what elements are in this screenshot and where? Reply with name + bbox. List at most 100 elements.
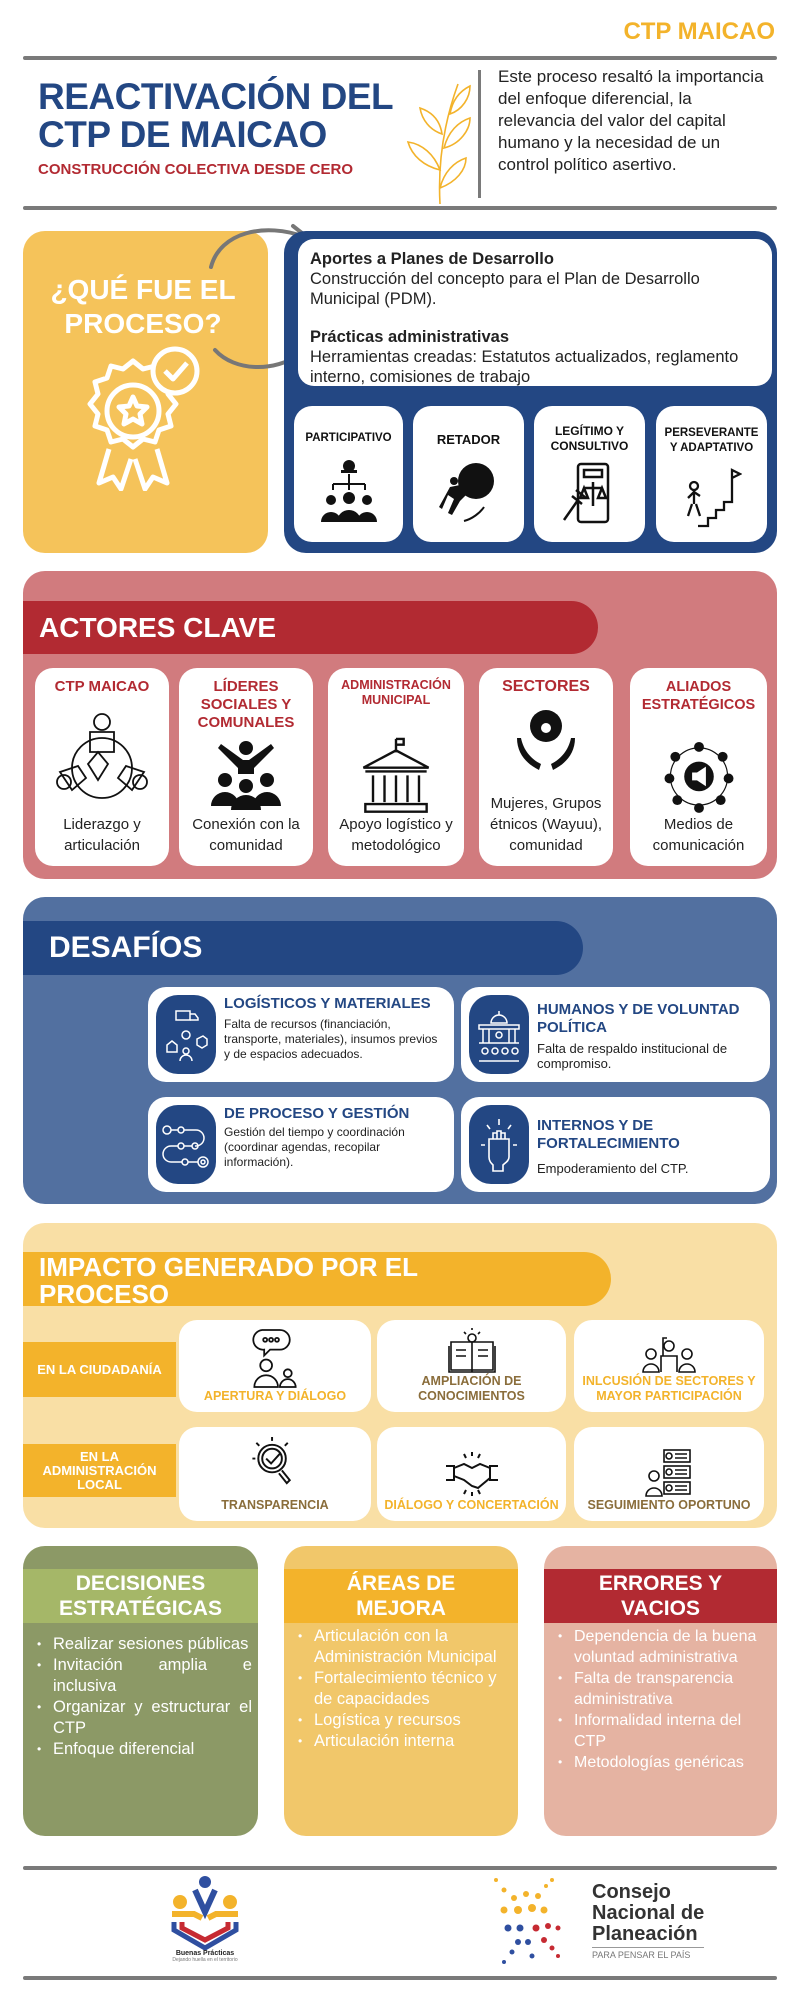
- column-list: Realizar sesiones públicas Invitación am…: [35, 1634, 252, 1760]
- trait-card: PERSEVERANTE Y ADAPTATIVO: [656, 406, 767, 542]
- trait-label: LEGÍTIMO Y CONSULTIVO: [550, 424, 629, 453]
- challenge-title: HUMANOS Y DE VOLUNTAD POLÍTICA: [537, 1001, 740, 1036]
- government-building-icon: [362, 738, 430, 814]
- megaphone-network-icon: [664, 742, 733, 814]
- actors-heading: ACTORES CLAVE: [23, 601, 598, 654]
- team-hierarchy-icon: [320, 460, 377, 522]
- actors-heading-text: ACTORES CLAVE: [39, 612, 276, 643]
- actor-title: SECTORES: [502, 678, 590, 695]
- list-item: Dependencia de la buena voluntad adminis…: [556, 1626, 777, 1668]
- actor-title: LÍDERES SOCIALES Y COMUNALES: [197, 678, 295, 731]
- actor-card: LÍDERES SOCIALES Y COMUNALES Conexión co…: [179, 668, 313, 866]
- actor-card: CTP MAICAO Liderazgo y articulación: [35, 668, 169, 866]
- column-list: Articulación con la Administración Munic…: [296, 1626, 512, 1752]
- impact-row-label: EN LA CIUDADANÍA: [23, 1342, 176, 1397]
- divider: [23, 206, 777, 210]
- logo-left-name: Buenas Prácticas: [175, 1950, 235, 1957]
- process-path-icon: [156, 1105, 216, 1184]
- actor-title: ADMINISTRACIÓN MUNICIPAL: [341, 678, 451, 707]
- process-detail-panel: Aportes a Planes de Desarrollo Construcc…: [284, 231, 777, 553]
- raised-hand-icon: [642, 1337, 696, 1373]
- list-item: Realizar sesiones públicas: [35, 1634, 252, 1655]
- list-item: Falta de transparencia administrativa: [556, 1668, 777, 1710]
- impact-section: IMPACTO GENERADO POR EL PROCESO EN LA CI…: [23, 1223, 777, 1528]
- impact-heading: IMPACTO GENERADO POR EL PROCESO: [23, 1252, 611, 1309]
- trait-card: LEGÍTIMO Y CONSULTIVO: [534, 406, 645, 542]
- impact-card: AMPLIACIÓN DE CONOCIMIENTOS: [377, 1320, 566, 1412]
- challenge-card: HUMANOS Y DE VOLUNTAD POLÍTICA Falta de r…: [461, 987, 770, 1082]
- trait-label: PERSEVERANTE Y ADAPTATIVO: [664, 427, 759, 454]
- leader-group-icon: [211, 741, 281, 810]
- wheat-leaf-decoration: [406, 83, 471, 205]
- impact-heading-text: IMPACTO GENERADO POR EL PROCESO: [39, 1252, 418, 1309]
- divider: [23, 1866, 777, 1870]
- impact-label: INLCUSIÓN DE SECTORES Y MAYOR PARTICIPAC…: [582, 1374, 756, 1403]
- cnp-tagline: PARA PENSAR EL PAÍS: [592, 1947, 705, 1962]
- divider: [23, 1976, 777, 1980]
- page-subtitle: CONSTRUCCIÓN COLECTIVA DESDE CERO: [38, 161, 354, 178]
- actors-section: ACTORES CLAVE CTP MAICAO Liderazgo y art…: [23, 571, 777, 879]
- challenge-desc: Gestión del tiempo y coordinación (coord…: [224, 1125, 405, 1169]
- challenge-title: LOGÍSTICOS Y MATERIALES: [224, 995, 431, 1012]
- impact-row-label: EN LA ADMINISTRACIÓN LOCAL: [23, 1444, 176, 1497]
- trait-label: RETADOR: [436, 432, 501, 447]
- cnp-logo: Consejo Nacional de Planeación PARA PENS…: [492, 1876, 722, 1968]
- summary-text: Este proceso resaltó la importancia del …: [498, 67, 764, 174]
- cnp-name-line1: Consejo: [592, 1881, 671, 1903]
- process-question: ¿QUÉ FUE EL PROCESO?: [50, 274, 236, 339]
- logistics-icon: [156, 995, 216, 1074]
- impact-label: APERTURA Y DIÁLOGO: [203, 1389, 347, 1403]
- actor-card: SECTORES Mujeres, Grupos étnicos (Wayuu)…: [479, 668, 613, 866]
- title-divider: [478, 70, 481, 198]
- justice-scale-icon: [562, 462, 609, 524]
- title-line-2: CTP DE MAICAO: [38, 114, 327, 155]
- impact-label: DIÁLOGO Y CONCERTACIÓN: [384, 1498, 559, 1512]
- impact-label: SEGUIMIENTO OPORTUNO: [587, 1498, 751, 1512]
- challenge-desc: Falta de respaldo institucional de compr…: [537, 1041, 728, 1071]
- actor-card: ADMINISTRACIÓN MUNICIPAL Apoyo logístico…: [328, 668, 464, 866]
- process-item-text: Construcción del concepto para el Plan d…: [310, 270, 700, 308]
- cnp-name-line3: Planeación: [592, 1923, 698, 1945]
- actor-card: ALIADOS ESTRATÉGICOS Medios de comunicac…: [630, 668, 767, 866]
- buenas-practicas-emblem: [171, 1876, 239, 1950]
- brand-label: CTP MAICAO: [623, 18, 775, 45]
- column-list: Dependencia de la buena voluntad adminis…: [556, 1626, 777, 1773]
- congress-icon: [469, 995, 529, 1074]
- improvement-areas-column: ÁREAS DE MEJORA Articulación con la Admi…: [284, 1546, 518, 1836]
- open-book-idea-icon: [447, 1328, 496, 1373]
- challenge-title: DE PROCESO Y GESTIÓN: [224, 1105, 410, 1122]
- title-line-1: REACTIVACIÓN DEL: [38, 76, 394, 117]
- handshake-icon: [445, 1452, 498, 1496]
- impact-card: TRANSPARENCIA: [179, 1427, 371, 1521]
- trait-card: PARTICIPATIVO: [294, 406, 403, 542]
- strategic-decisions-column: DECISIONES ESTRATÉGICAS Realizar sesione…: [23, 1546, 258, 1836]
- list-item: Informalidad interna del CTP: [556, 1710, 777, 1752]
- list-item: Organizar y estructurar el CTP: [35, 1697, 252, 1739]
- process-item-title: Aportes a Planes de Desarrollo: [310, 250, 554, 268]
- challenge-title: INTERNOS Y DE FORTALECIMIENTO: [537, 1117, 680, 1152]
- actor-title: CTP MAICAO: [54, 678, 150, 695]
- buenas-practicas-logo: Buenas Prácticas Dejando huella en el te…: [160, 1876, 250, 1963]
- challenges-heading-text: DESAFÍOS: [49, 931, 203, 964]
- process-item-title: Prácticas administrativas: [310, 328, 510, 346]
- process-items-box: Aportes a Planes de Desarrollo Construcc…: [298, 239, 772, 386]
- logo-left-tagline: Dejando huella en el territorio: [172, 1957, 238, 1963]
- cnp-dots-emblem: [494, 1878, 561, 1964]
- boulder-push-icon: [438, 463, 494, 522]
- errors-gaps-column: ERRORES Y VACIOS Dependencia de la buena…: [544, 1546, 777, 1836]
- impact-label: TRANSPARENCIA: [221, 1498, 329, 1512]
- stairs-flag-icon: [686, 468, 742, 528]
- list-item: Articulación interna: [296, 1731, 512, 1752]
- community-hands-icon: [517, 710, 575, 770]
- round-table-icon: [56, 713, 148, 799]
- actor-desc: Conexión con la comunidad: [192, 816, 300, 854]
- trait-label: PARTICIPATIVO: [305, 432, 392, 444]
- list-item: Logística y recursos: [296, 1710, 512, 1731]
- actor-desc: Liderazgo y articulación: [63, 816, 141, 854]
- process-item-text: Herramientas creadas: Estatutos actualiz…: [310, 348, 739, 386]
- list-item: Invitación amplia e inclusiva: [35, 1655, 252, 1697]
- actor-desc: Mujeres, Grupos étnicos (Wayuu), comunid…: [490, 795, 602, 854]
